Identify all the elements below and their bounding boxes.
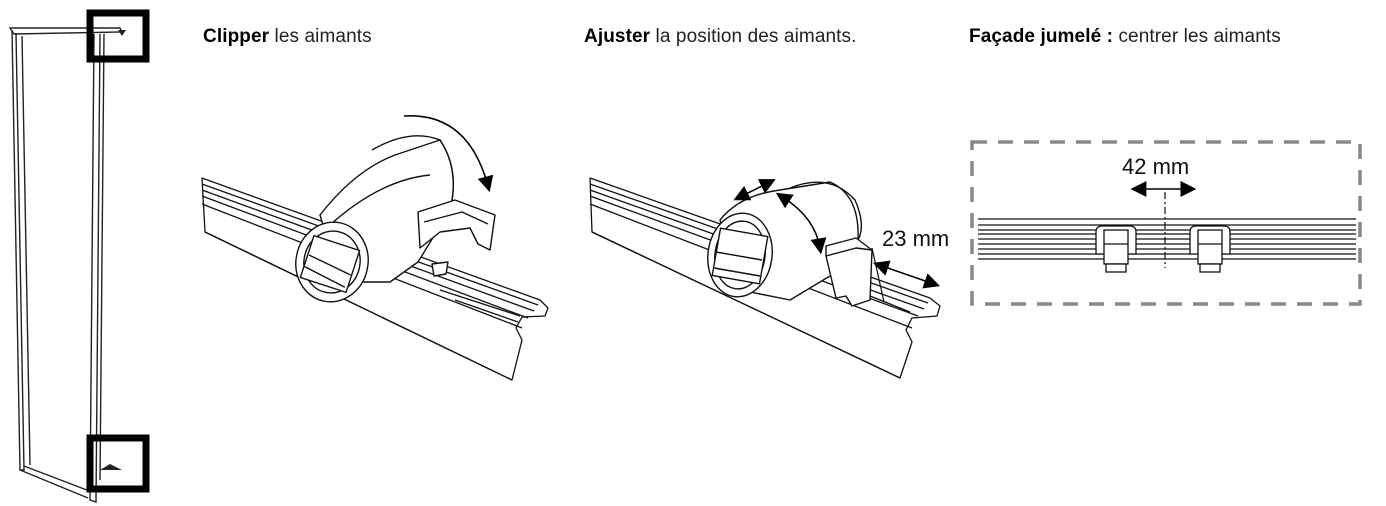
magnet-topview-right <box>1189 225 1231 273</box>
caption-bold: Clipper <box>203 26 270 47</box>
adjust-arrow-arc <box>775 192 827 255</box>
rail-topview <box>978 218 1356 260</box>
caption-text: la position des aimants. <box>650 26 857 47</box>
step-caption-adjust: Ajuster la position des aimants. <box>584 26 857 48</box>
detail-frame-dashed <box>970 140 1362 306</box>
hinge-mark-top <box>118 30 126 36</box>
dimension-offset: 23 mm <box>882 226 950 251</box>
caption-text: centrer les aimants <box>1113 26 1281 47</box>
rotate-arrow <box>403 115 494 193</box>
extension-line <box>871 247 885 303</box>
adjust-arrow-offset <box>872 260 941 289</box>
detail-box-top <box>86 9 150 63</box>
caption-text: les aimants <box>269 26 372 47</box>
detail-box-bottom <box>86 434 150 493</box>
step-caption-center: Façade jumelé : centrer les aimants <box>969 26 1281 48</box>
adjust-arrow-diagonal <box>733 179 776 201</box>
step-caption-clip: Clipper les aimants <box>203 26 372 48</box>
door-outline <box>8 27 124 503</box>
dimension-center-gap: 42 mm <box>1122 154 1190 179</box>
caption-bold: Ajuster <box>584 26 651 47</box>
hinge-mark-bottom <box>100 464 122 470</box>
magnet-topview-left <box>1095 225 1137 273</box>
magnet-clip <box>295 135 496 303</box>
caption-bold: Façade jumelé : <box>969 26 1114 47</box>
